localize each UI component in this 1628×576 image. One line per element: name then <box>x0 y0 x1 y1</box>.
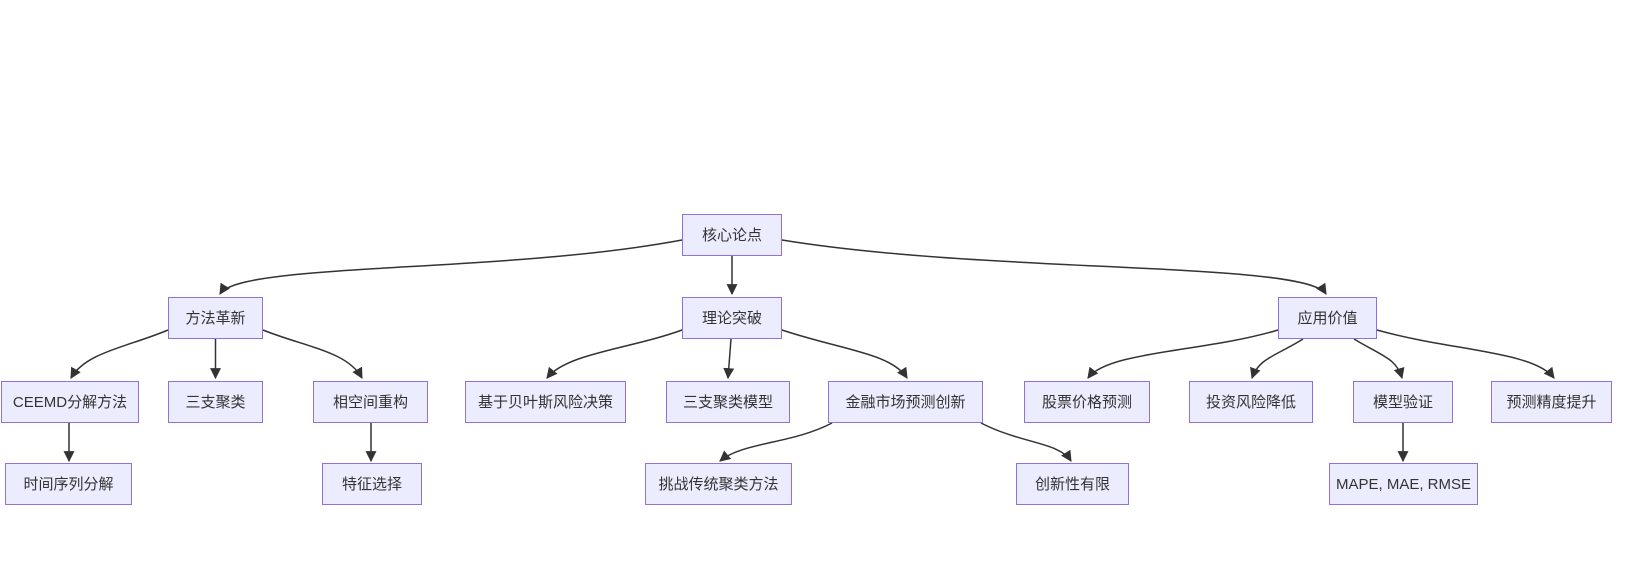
edge-finance-limited <box>980 422 1072 462</box>
node-feature-selection: 特征选择 <box>322 463 422 505</box>
edge-application-invest <box>1250 338 1304 380</box>
node-error-metrics: MAPE, MAE, RMSE <box>1329 463 1478 505</box>
node-core-thesis: 核心论点 <box>682 214 782 256</box>
edge-core-application <box>781 239 1327 295</box>
edge-application-precision <box>1376 329 1555 379</box>
node-phase-space-reconstruction: 相空间重构 <box>313 381 428 423</box>
edge-application-stock <box>1087 329 1279 379</box>
edge-finance-challenge <box>719 422 833 462</box>
node-model-validation: 模型验证 <box>1353 381 1453 423</box>
edge-method-phasespace <box>262 329 363 379</box>
node-challenge-traditional-clustering: 挑战传统聚类方法 <box>645 463 792 505</box>
edge-theory-bayes <box>546 329 683 379</box>
node-investment-risk-reduction: 投资风险降低 <box>1189 381 1313 423</box>
node-financial-forecast-innovation: 金融市场预测创新 <box>828 381 983 423</box>
node-method-innovation: 方法革新 <box>168 297 263 339</box>
node-three-way-clustering-model: 三支聚类模型 <box>666 381 790 423</box>
node-three-way-clustering: 三支聚类 <box>168 381 263 423</box>
node-application-value: 应用价值 <box>1278 297 1377 339</box>
edge-core-method <box>219 239 683 295</box>
node-stock-price-prediction: 股票价格预测 <box>1024 381 1150 423</box>
edge-theory-threewaymodel <box>723 338 735 380</box>
edge-method-ceemd <box>70 329 169 379</box>
node-ceemd-decomposition: CEEMD分解方法 <box>1 381 139 423</box>
node-bayes-risk-decision: 基于贝叶斯风险决策 <box>465 381 626 423</box>
edge-theory-finance <box>781 329 908 379</box>
node-prediction-precision-improvement: 预测精度提升 <box>1491 381 1612 423</box>
node-time-series-decomposition: 时间序列分解 <box>5 463 132 505</box>
edge-application-modelvalidation <box>1353 338 1405 380</box>
node-limited-novelty: 创新性有限 <box>1016 463 1129 505</box>
node-theory-breakthrough: 理论突破 <box>682 297 782 339</box>
